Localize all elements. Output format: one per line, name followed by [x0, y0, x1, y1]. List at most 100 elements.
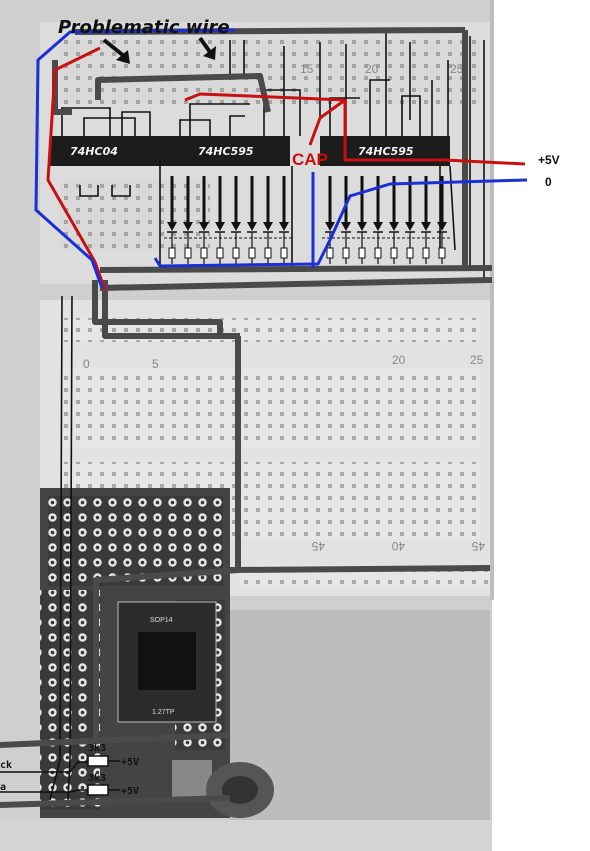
chip-74hc04: [50, 136, 160, 166]
led-resistor: [406, 247, 414, 259]
resistor-1-supply-label: +5V: [121, 757, 139, 768]
top-number: 25: [450, 62, 464, 76]
bottom-number: 45: [311, 539, 325, 553]
led-diode: [341, 222, 351, 231]
led-diode: [215, 222, 225, 231]
led-diode: [421, 222, 431, 231]
resistor-2-label: 3k3: [88, 773, 106, 784]
led-diode: [231, 222, 241, 231]
jumper-left-bottom: [0, 732, 231, 748]
arrow-left-head: [116, 50, 130, 64]
led-resistor: [248, 247, 256, 259]
jumper-lower-2: [102, 280, 240, 339]
top-number: 15: [300, 62, 314, 76]
signal-wire: [79, 185, 99, 197]
arrow-right-head: [203, 46, 216, 60]
signal-wire: [49, 295, 63, 801]
resistor-2-supply-label: +5V: [121, 786, 139, 797]
sop-label: SOP14: [150, 617, 173, 624]
lower-hole-grid-1: [60, 368, 480, 448]
clock-line-label: ck: [0, 760, 12, 771]
chip-74hc595-right-label: 74HC595: [358, 145, 414, 158]
led-resistor: [168, 247, 176, 259]
chip-74hc04-label: 74HC04: [70, 145, 118, 158]
led-diode: [357, 222, 367, 231]
led-resistor: [342, 247, 350, 259]
red-wire-cap: [308, 98, 346, 146]
sop-sublabel: 1.27TP: [152, 709, 175, 716]
arrow-right-shaft: [198, 36, 212, 54]
led-diode: [263, 222, 273, 231]
led-resistor: [390, 247, 398, 259]
blue-wire-bottom: [153, 178, 528, 268]
jumper-lower-1: [92, 280, 223, 336]
breadboard-numbers: 15 20 25 0 5 20 25 45 40 45: [83, 62, 485, 553]
ic-chips: 74HC04 74HC595 74HC595: [50, 136, 450, 166]
led-resistor: [326, 247, 334, 259]
resistor-2: [87, 784, 109, 796]
jumper-left-bottom-2: [0, 795, 231, 808]
cap-label: CAP: [292, 150, 328, 169]
chip-74hc595-left-label: 74HC595: [198, 145, 254, 158]
arrow-left-shaft: [102, 38, 126, 58]
signal-wire: [401, 95, 421, 136]
clock-line: [0, 761, 88, 773]
red-wire-main: [184, 92, 526, 166]
middle-number: 25: [470, 353, 484, 367]
signal-wire: [179, 119, 211, 136]
ground-wire: [34, 28, 528, 289]
zero-label: 0: [545, 175, 552, 189]
led-resistor: [280, 247, 288, 259]
led-diode: [325, 222, 335, 231]
data-line-label: a: [0, 782, 6, 793]
middle-number: 20: [392, 353, 406, 367]
input-labels: 3k3 3k3 +5V +5V ck a: [0, 743, 139, 797]
led-resistor: [438, 247, 446, 259]
chip-74hc595-left: [160, 136, 290, 166]
signal-wire: [121, 111, 151, 136]
red-wire-left: [46, 46, 107, 291]
led-diode: [247, 222, 257, 231]
bottom-strip: [0, 820, 492, 851]
data-line: [0, 789, 88, 793]
signal-wire: [61, 107, 111, 136]
signal-wire: [369, 79, 390, 136]
signal-wire: [67, 295, 73, 801]
jumper-to-module: [93, 336, 241, 740]
led-array: [164, 176, 452, 264]
led-diode: [405, 222, 415, 231]
annotations: Problematic wire CAP +5V 0: [58, 17, 560, 189]
blue-wire-left: [34, 28, 236, 289]
white-margin: [492, 0, 590, 851]
jumper-rail-2: [99, 277, 493, 291]
bottom-number: 40: [391, 539, 405, 553]
jumper-wires: [0, 27, 493, 808]
plus5v-label: +5V: [538, 153, 560, 167]
positive-wire: [46, 46, 526, 291]
led-diode: [279, 222, 289, 231]
signal-wire: [263, 89, 301, 136]
led-resistor: [374, 247, 382, 259]
led-diode: [373, 222, 383, 231]
signal-wire: [449, 165, 456, 251]
led-resistor: [422, 247, 430, 259]
jumper-rail: [99, 265, 493, 273]
middle-number: 0: [83, 357, 90, 371]
led-resistor: [358, 247, 366, 259]
led-resistor: [264, 247, 272, 259]
led-resistor: [232, 247, 240, 259]
jumper-bottom-rail: [229, 565, 491, 573]
signal-wire: [229, 115, 245, 136]
sop-chip: [138, 632, 196, 690]
led-diode: [199, 222, 209, 231]
led-resistor: [216, 247, 224, 259]
top-number: 20: [365, 62, 379, 76]
led-resistor: [200, 247, 208, 259]
led-diode: [389, 222, 399, 231]
board-edge: [490, 0, 494, 600]
audio-jack-inner: [222, 776, 258, 804]
signal-wire: [83, 117, 136, 136]
